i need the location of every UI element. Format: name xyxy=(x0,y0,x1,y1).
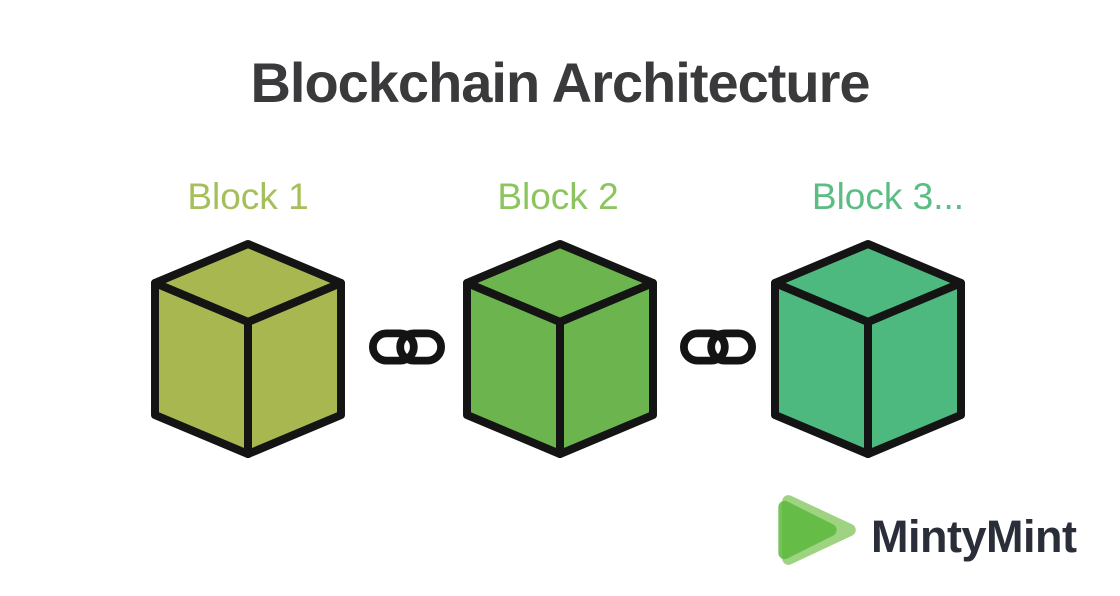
logo-front-triangle xyxy=(778,500,837,560)
play-triangles-icon xyxy=(778,495,856,565)
chain-right-ring xyxy=(707,329,756,365)
cube-right-face xyxy=(244,279,345,458)
block-3-cube-icon xyxy=(771,240,965,458)
page-title: Blockchain Architecture xyxy=(250,51,870,114)
cube-right-face xyxy=(556,279,657,458)
block-2-cube-icon xyxy=(463,240,657,458)
block-3-label: Block 3... xyxy=(811,176,965,217)
cube-right-face xyxy=(864,279,965,458)
block-1-cube-icon xyxy=(151,240,345,458)
logo-wordmark: MintyMint xyxy=(871,511,1077,562)
chain-left-ring xyxy=(680,329,729,365)
chain-left-ring xyxy=(369,329,418,365)
mintymint-logo: MintyMint xyxy=(775,492,1077,568)
chain-link-icon xyxy=(369,329,445,365)
chain-right-ring xyxy=(396,329,445,365)
block-1-label: Block 1 xyxy=(187,176,309,217)
block-2-label: Block 2 xyxy=(497,176,619,217)
chain-link-icon xyxy=(680,329,756,365)
